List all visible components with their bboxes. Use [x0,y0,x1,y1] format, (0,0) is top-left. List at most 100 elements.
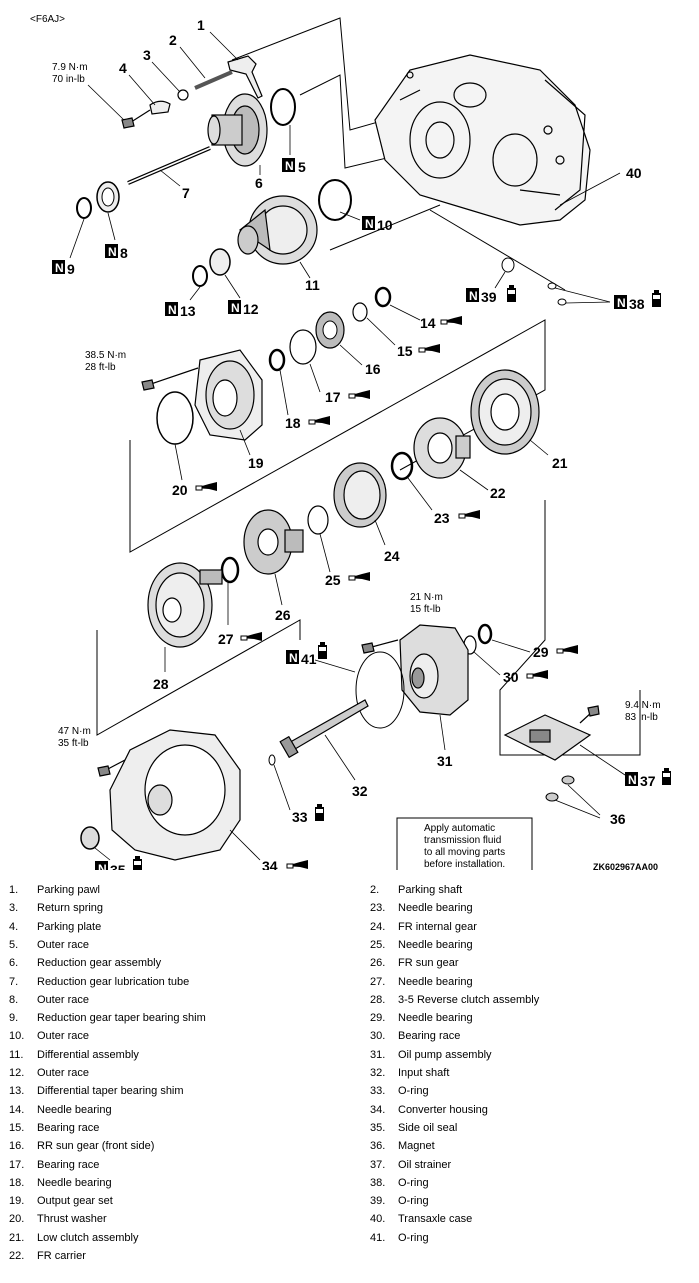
brush-icon-17 [347,389,371,400]
input-shaft [279,699,369,759]
legend-item-number: 27. [370,975,386,988]
callout-31: 31 [437,753,453,769]
legend-item: 23.Needle bearing [370,902,473,914]
svg-text:N: N [469,289,478,303]
shim-9 [76,197,92,219]
oil-can-icon-38 [652,290,661,307]
oil-can-icon-37 [662,768,671,785]
magnet-b [545,792,559,802]
legend-item-label: Parking plate [37,920,102,933]
guide-lines [96,17,641,756]
shim-13 [192,265,208,287]
legend-item-number: 14. [9,1103,25,1116]
n-mark-35: N [95,861,108,876]
converter-housing [97,729,241,861]
needle-bearing-27 [220,556,240,584]
legend-item: 17. Bearing race [9,1159,99,1171]
callout-9: 9 [67,261,75,277]
callout-10: 10 [377,217,393,233]
legend-item-label: Needle bearing [398,902,473,915]
legend-item-number: 25. [370,938,386,951]
legend-item: 1.Parking pawl [9,884,100,896]
legend-item: 22.FR carrier [9,1250,86,1262]
brush-icon-15 [417,343,441,354]
legend-item-number: 13. [9,1085,25,1098]
callout-40: 40 [626,165,642,181]
legend-item: 18.Needle bearing [9,1177,112,1189]
legend-item-label: Outer race [37,993,89,1006]
callout-7: 7 [182,185,190,201]
needle-bearing-14 [374,286,392,308]
callout-29: 29 [533,644,549,660]
legend-item-label: O-ring [398,1231,429,1244]
torque-34-a: 47 N·m [58,726,91,737]
legend-item-number: 12. [9,1067,25,1079]
legend-item: 12.Outer race [9,1067,89,1079]
legend-item: 37.Oil strainer [370,1159,451,1171]
legend-item: 8.Outer race [9,994,89,1006]
legend-item-label: FR sun gear [398,957,459,970]
legend-item-label: Magnet [398,1140,435,1153]
legend-item-number: 17. [9,1158,25,1171]
legend-item-number: 4. [9,920,19,933]
legend-item-number: 7. [9,975,19,988]
brush-icon-25 [347,571,371,582]
callout-21: 21 [552,455,568,471]
legend-item: 39. O-ring [370,1195,429,1207]
torque-34-b: 35 ft-lb [58,738,89,749]
brush-icon-27 [239,631,263,642]
legend-item: 15.Bearing race [9,1122,99,1134]
oil-can-icon-35 [133,856,142,873]
legend-item-label: FR internal gear [398,920,477,933]
legend-item: 38.O-ring [370,1177,429,1189]
side-oil-seal [80,826,100,850]
callout-28: 28 [153,676,169,692]
legend-item-number: 41. [370,1231,386,1244]
legend-item-label: Needle bearing [398,938,473,951]
note-box: Apply automatic transmission fluid to al… [396,817,533,874]
legend-item: 9.Reduction gear taper bearing shim [9,1012,206,1024]
legend-item-number: 24. [370,920,386,933]
magnet-a [561,775,575,785]
brush-icon-14 [439,315,463,326]
n-mark-13: N [165,302,178,317]
legend-item-number: 6. [9,957,19,970]
svg-text:N: N [285,159,294,173]
callout-26: 26 [275,607,291,623]
legend-item-label: Output gear set [37,1195,113,1208]
callout-3: 3 [143,47,151,63]
legend-item-label: Bearing race [37,1158,100,1171]
legend-item: 36.Magnet [370,1140,435,1152]
svg-text:N: N [289,651,298,665]
legend-item-number: 39. [370,1195,386,1208]
torque-31-a: 21 N·m [410,592,443,603]
leader-lines [69,31,626,861]
callout-38: 38 [629,296,645,312]
legend-item-label: FR carrier [37,1250,86,1262]
needle-bearing-29 [477,623,493,645]
callout-25: 25 [325,572,341,588]
legend-item-label: Reduction gear taper bearing shim [37,1012,206,1025]
n-mark-12: N [228,300,241,315]
brush-icon-34 [285,859,309,870]
callout-1: 1 [197,17,205,33]
legend-item: 10.Outer race [9,1030,89,1042]
brush-icon-30 [525,669,549,680]
callout-4: 4 [119,60,127,76]
brush-icon-20 [194,481,218,492]
legend-item: 25. Needle bearing [370,939,473,951]
n-mark-39: N [466,288,479,303]
bearing-race-17 [289,329,317,365]
note-line-1: Apply automatic [424,823,495,834]
legend-item-label: Thrust washer [37,1213,107,1226]
callout-34: 34 [262,858,278,870]
legend-item-number: 37. [370,1158,386,1171]
svg-text:N: N [365,217,374,231]
legend-item: 33.O-ring [370,1085,429,1097]
svg-text:N: N [98,862,107,870]
callout-17: 17 [325,389,341,405]
n-mark-5: N [282,158,295,173]
o-ring-38b [557,298,567,306]
callout-27: 27 [218,631,234,647]
legend-item-label: O-ring [398,1195,429,1208]
